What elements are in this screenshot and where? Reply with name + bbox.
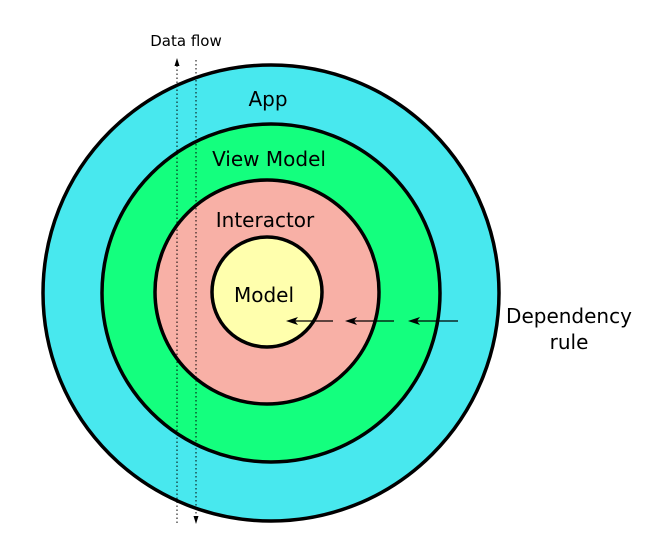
dependency-arrow-middle-head	[345, 317, 357, 325]
interactor-label: Interactor	[216, 208, 315, 232]
data-flow-arrows	[174, 58, 199, 524]
dependency-rule-arrows	[286, 317, 458, 325]
dependency-arrow-outer-head	[408, 317, 420, 325]
view-model-label: View Model	[212, 147, 326, 171]
model-label: Model	[234, 283, 294, 307]
data-flow-down-arrowhead	[193, 516, 199, 524]
app-label: App	[248, 87, 287, 111]
dependency-arrow-inner-head	[286, 317, 298, 325]
data-flow-up-arrowhead	[174, 58, 180, 66]
dependency-rule-label-line1: Dependency	[506, 304, 632, 328]
dependency-rule-label-line2: rule	[550, 330, 589, 354]
data-flow-label: Data flow	[150, 32, 221, 50]
